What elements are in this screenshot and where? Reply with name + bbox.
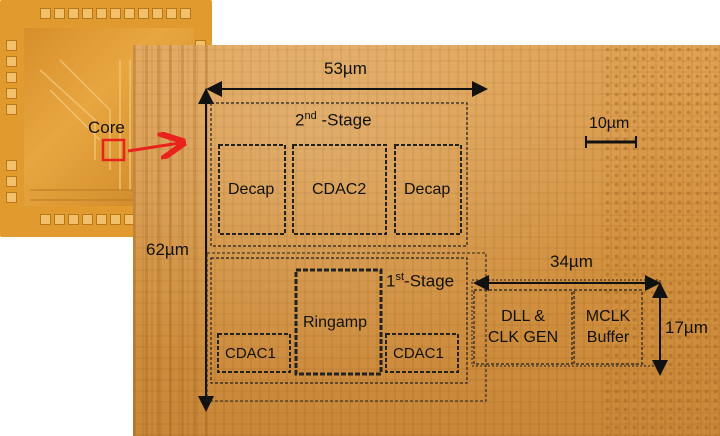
bond-pad	[6, 160, 17, 171]
cdac1-left-label: CDAC1	[225, 345, 276, 362]
mclk-label-line2: Buffer	[586, 329, 630, 346]
bond-pad	[82, 214, 93, 225]
adc-core-outline	[206, 252, 487, 402]
bond-pad	[124, 8, 135, 19]
bond-pad	[138, 8, 149, 19]
mclk-buffer-box	[573, 289, 643, 365]
decap-left-label: Decap	[228, 181, 275, 198]
core-label: Core	[88, 118, 125, 137]
decap-right-label: Decap	[404, 181, 451, 198]
bond-pad	[6, 72, 17, 83]
mclk-buffer-label: MCLK Buffer	[578, 306, 638, 348]
cdac1-right-box	[385, 333, 459, 373]
bond-pad	[6, 176, 17, 187]
bond-pad	[68, 8, 79, 19]
stage2-outline	[210, 102, 468, 247]
bond-pad	[96, 214, 107, 225]
bond-pad	[82, 8, 93, 19]
stage1-text: -Stage	[404, 271, 455, 291]
stage1-number: 1	[386, 271, 396, 291]
bond-pad	[96, 8, 107, 19]
dll-label-line2: CLK GEN	[487, 329, 559, 346]
height-17-label: 17µm	[665, 318, 708, 337]
ringamp-label: Ringamp	[303, 314, 368, 331]
ringamp-box	[294, 268, 383, 376]
core-highlight-box	[101, 138, 126, 162]
bond-pad	[6, 56, 17, 67]
stage1-ordinal-suffix: st	[395, 271, 405, 283]
bond-pad	[6, 104, 17, 115]
bond-pad	[6, 40, 17, 51]
cdac1-right-label: CDAC1	[393, 345, 444, 362]
bond-pad	[6, 192, 17, 203]
stage2-ordinal-suffix: nd	[304, 110, 317, 122]
decap-right-box	[394, 144, 462, 235]
cdac1-left-box	[217, 333, 291, 373]
stage1-title: 1st-Stage	[386, 271, 454, 292]
core-callout-arrow	[127, 143, 180, 151]
height-62-label: 62µm	[146, 240, 189, 259]
bond-pad	[40, 214, 51, 225]
bond-pad	[6, 88, 17, 99]
stage2-number: 2	[295, 110, 305, 130]
cdac2-box	[292, 144, 387, 235]
bond-pad	[152, 8, 163, 19]
bond-pad	[40, 8, 51, 19]
width-53-label: 53µm	[324, 59, 367, 78]
stage2-text: -Stage	[321, 110, 372, 130]
dll-clkgen-box	[473, 289, 573, 365]
stage2-title: 2nd -Stage	[295, 110, 372, 131]
bond-pad	[110, 214, 121, 225]
bond-pad	[68, 214, 79, 225]
scale-bar-label: 10µm	[589, 115, 630, 132]
bond-pad	[54, 8, 65, 19]
decap-left-box	[218, 144, 286, 235]
mclk-label-line1: MCLK	[585, 308, 631, 325]
dll-clkgen-label: DLL & CLK GEN	[482, 306, 564, 348]
bond-pad	[54, 214, 65, 225]
width-34-label: 34µm	[550, 252, 593, 271]
stage1-outline	[210, 257, 468, 384]
bond-pad	[180, 8, 191, 19]
bond-pad	[110, 8, 121, 19]
cdac2-label: CDAC2	[312, 181, 367, 198]
dll-label-line1: DLL &	[501, 308, 545, 325]
bond-pad	[166, 8, 177, 19]
